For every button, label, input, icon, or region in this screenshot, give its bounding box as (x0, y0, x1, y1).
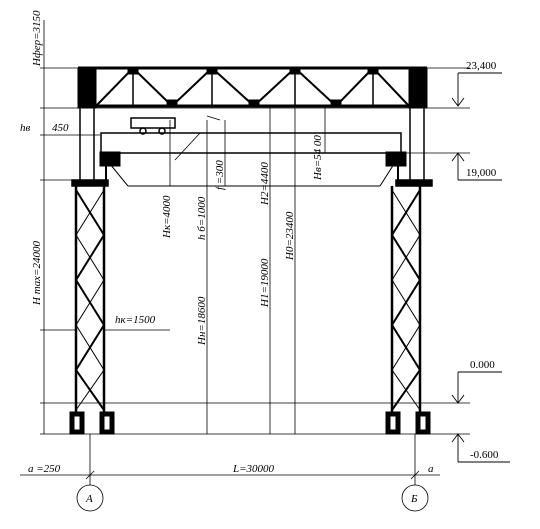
vertical-dimension-lines (43, 20, 326, 434)
roof-truss (77, 66, 428, 109)
h-v-value: 450 (52, 122, 69, 134)
level-floor: 0.000 (470, 359, 495, 371)
h-v2-label: Hв=54 00 (312, 135, 324, 181)
axis-left-label: А (85, 493, 93, 505)
f-label: f =300 (214, 160, 226, 190)
span-label: L=30000 (232, 463, 275, 475)
h-pr-label: Hфер=3150 (31, 10, 43, 67)
h2-label: H2=4400 (259, 162, 271, 206)
h1-label: H1=19000 (259, 258, 271, 308)
h-kol-label: hк=1500 (115, 314, 156, 326)
a-right-label: a (428, 463, 434, 475)
span-dimensions (20, 434, 440, 512)
column-bases (69, 411, 431, 435)
h-v-label: hв (20, 122, 31, 134)
upper-columns (71, 108, 433, 187)
level-lines (40, 67, 470, 435)
axis-right-label: Б (410, 493, 418, 505)
level-truss-top: 23,400 (466, 60, 497, 72)
level-crane-rail: 19,000 (466, 167, 497, 179)
a-left-label: a =250 (28, 463, 61, 475)
level-foundation: -0.600 (470, 449, 499, 461)
h-max-label: H max=24000 (31, 241, 43, 306)
lower-columns (74, 186, 422, 412)
h-k-label: Hк=4000 (161, 195, 173, 239)
h0-label: H0=23400 (284, 211, 296, 261)
h-b-label: h б=1000 (196, 196, 208, 240)
crane-bridge (99, 117, 407, 187)
level-markers (451, 72, 510, 463)
h-n-label: Hн=18600 (196, 296, 208, 346)
